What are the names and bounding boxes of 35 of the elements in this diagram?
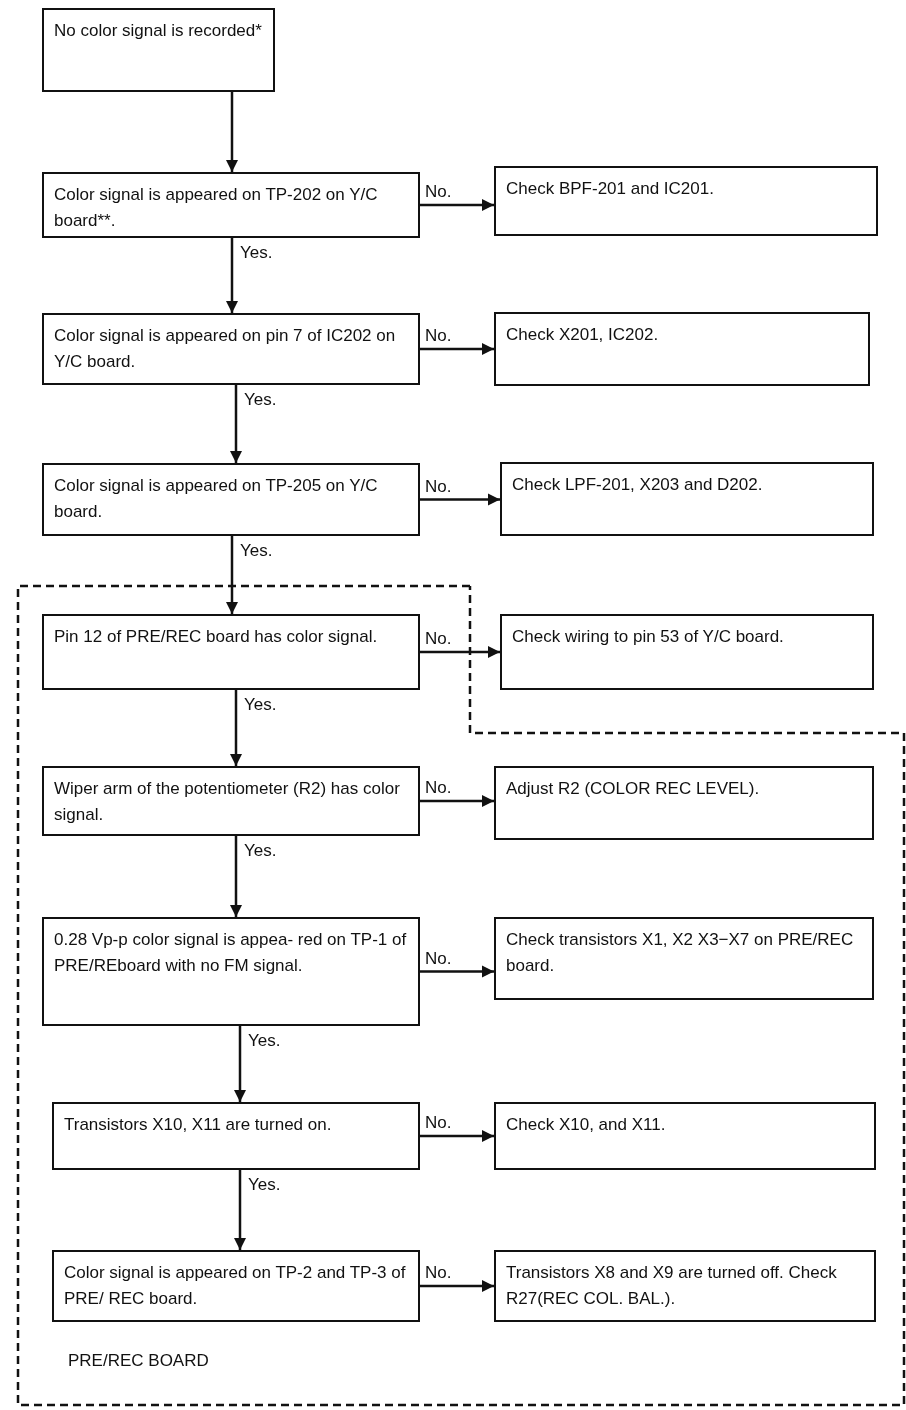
process-box: Adjust R2 (COLOR REC LEVEL). [494,766,874,840]
arrow [420,965,494,978]
process-box: Color signal is appeared on TP-205 on Y/C board. [42,463,420,536]
process-box: Color signal is appeared on TP-202 on Y/C board**. [42,172,420,238]
arrow [420,1279,494,1293]
arrow [229,690,243,766]
process-box: Check X10, and X11. [494,1102,876,1170]
arrow [420,493,500,506]
process-box: 0.28 Vp-p color signal is appea- red on TP-1 of PRE/REboard with no FM signal. [42,917,420,1026]
arrow [420,645,500,659]
process-box: Wiper arm of the potentiometer (R2) has color signal. [42,766,420,836]
process-box: Check LPF-201, X203 and D202. [500,462,874,536]
process-box: Check transistors X1, X2 X3−X7 on PRE/REC board. [494,917,874,1000]
process-box: Pin 12 of PRE/REC board has color signal. [42,614,420,690]
arrow [229,385,243,463]
dashed-region-outline [18,586,906,1405]
arrow [420,342,494,356]
arrow [225,536,239,614]
arrow [420,1129,494,1143]
process-box: Transistors X10, X11 are turned on. [52,1102,420,1170]
process-box: No color signal is recorded* [42,8,275,92]
arrow [420,794,494,808]
process-box: Color signal is appeared on TP-2 and TP-3 of PRE/ REC board. [52,1250,420,1322]
arrow [420,198,494,212]
process-box: Check wiring to pin 53 of Y/C board. [500,614,874,690]
region-label: PRE/REC BOARD [68,1351,209,1371]
arrow [225,92,239,172]
arrow [229,836,243,917]
arrow [225,238,239,313]
process-box: Check BPF-201 and IC201. [494,166,878,236]
process-box: Color signal is appeared on pin 7 of IC202 on Y/C board. [42,313,420,385]
arrow [233,1170,247,1250]
process-box: Transistors X8 and X9 are turned off. Check R27(REC COL. BAL.). [494,1250,876,1322]
arrow [233,1026,247,1102]
process-box: Check X201, IC202. [494,312,870,386]
